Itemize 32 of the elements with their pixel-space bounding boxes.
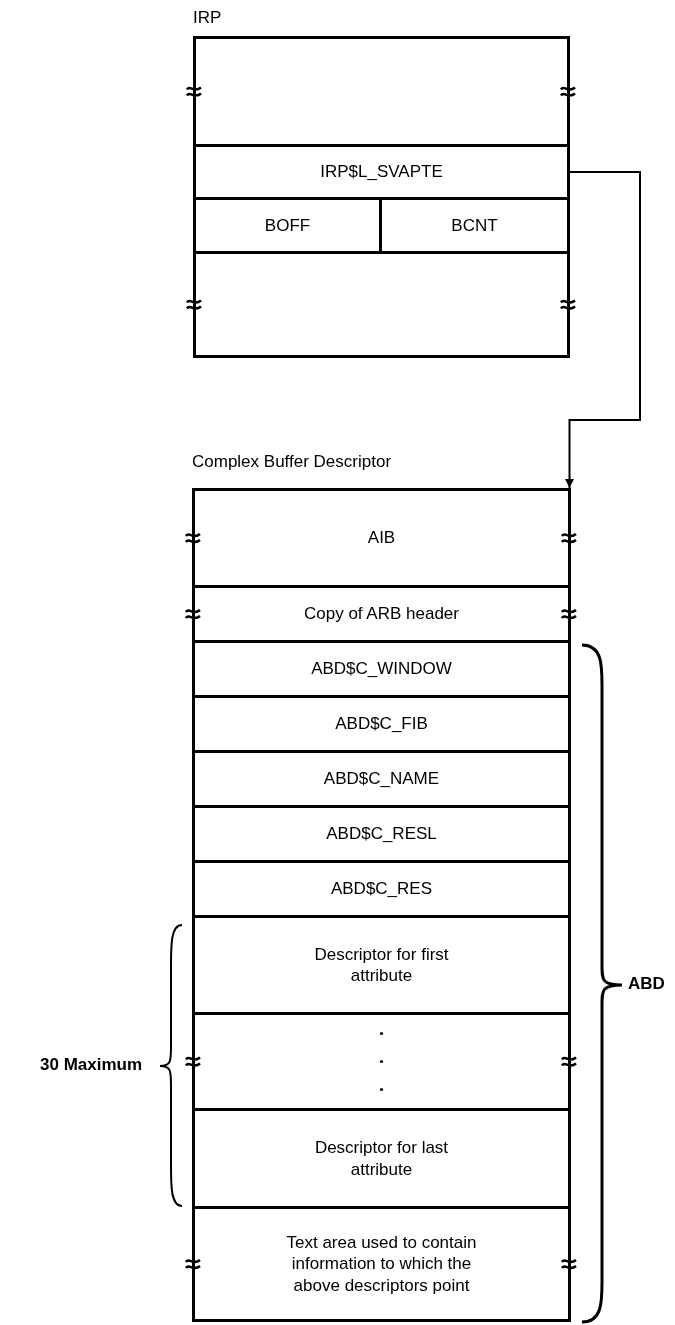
empty-field-box xyxy=(192,1012,571,1111)
empty-field-box xyxy=(193,36,570,147)
field-box xyxy=(192,750,571,808)
field-name: ABD$C_RESL xyxy=(326,823,437,845)
field-name: BOFF xyxy=(264,214,311,237)
field-name: ABD$C_WINDOW xyxy=(311,658,452,680)
field-box xyxy=(193,144,570,200)
structure-title: Complex Buffer Descriptor xyxy=(192,452,392,472)
field-name: Descriptor for first attribute xyxy=(313,943,450,987)
field-name: Descriptor for last attribute xyxy=(313,1137,450,1180)
structure-title: IRP xyxy=(193,8,222,28)
field-name: AIB xyxy=(367,527,396,549)
field-name: BCNT xyxy=(451,214,498,237)
field-box xyxy=(192,915,571,1015)
field-name: Copy of ARB header xyxy=(304,603,459,625)
field-box xyxy=(192,860,571,918)
brace-label: ABD xyxy=(628,974,665,994)
field-box xyxy=(192,1108,571,1209)
field-name: ABD$C_NAME xyxy=(323,768,440,790)
empty-field-box xyxy=(193,251,570,358)
field-box xyxy=(192,585,571,643)
arrow xyxy=(565,171,641,489)
field-box xyxy=(192,805,571,863)
field-box xyxy=(192,488,571,588)
field-name: IRP$L_SVAPTE xyxy=(320,161,443,183)
field-name: Text area used to contain information to which the above descriptors point xyxy=(285,1232,478,1296)
field-name: ABD$C_FIB xyxy=(335,713,428,735)
field-box xyxy=(192,695,571,753)
field-name: ABD$C_RES xyxy=(330,878,433,900)
brace-label: 30 Maximum xyxy=(40,1055,143,1075)
field-box xyxy=(192,640,571,698)
field-box xyxy=(192,1206,571,1322)
